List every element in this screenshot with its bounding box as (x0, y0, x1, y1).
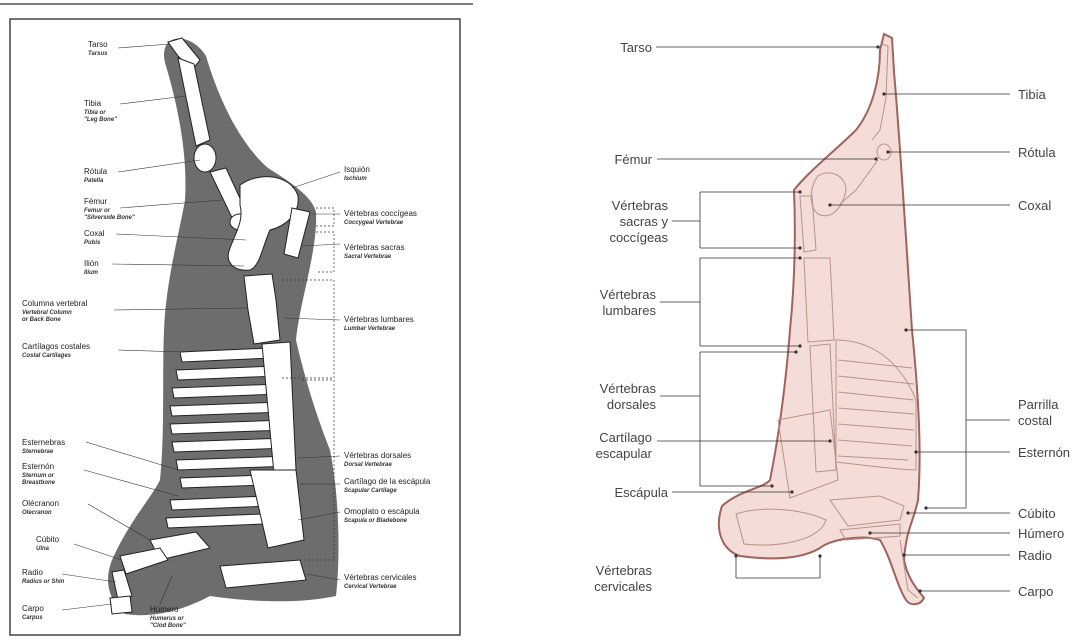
right-label-radio: Radio (1018, 548, 1052, 563)
left-label-carpo: Carpo (22, 604, 44, 613)
left-label-ilion: Ilión (84, 259, 99, 268)
left-label-vert-sacras: Vértebras sacras (344, 243, 404, 252)
left-sublabel-scapular-cartilage: Scapular Cartilage (344, 488, 397, 494)
left-label-cubito: Cúbito (36, 535, 60, 544)
left-label-columna: Columna vertebral (22, 299, 88, 308)
left-label-esternebras: Esternebras (22, 438, 65, 447)
left-sublabel-dorsal: Dorsal Vertebrae (344, 462, 392, 468)
left-sublabel-sternum: Sternum or (22, 473, 55, 479)
right-label-sacras-line1: Vértebras (612, 198, 669, 213)
right-label-tibia: Tibia (1018, 87, 1046, 102)
right-label-parrilla-line2: costal (1018, 413, 1052, 428)
left-sublabel-coccygeal: Coccygeal Vertebrae (344, 220, 404, 226)
left-label-olecranon: Olécranon (22, 499, 59, 508)
left-sublabel-lumbar: Lumbar Vertebrae (344, 326, 396, 332)
right-label-esternon: Esternón (1018, 445, 1070, 460)
right-label-rotula: Rótula (1018, 145, 1056, 160)
right-label-escapula: Escápula (615, 485, 669, 500)
left-label-tarso: Tarso (88, 40, 108, 49)
left-label-isquion: Isquión (344, 165, 370, 174)
right-panel: Tarso Fémur Vértebras sacras y coccígeas… (594, 34, 1070, 604)
left-label-cartilagos: Cartílagos costales (22, 342, 90, 351)
left-label-vert-lumbares: Vértebras lumbares (344, 315, 414, 324)
right-label-dorsales-line2: dorsales (607, 397, 657, 412)
left-label-vert-coccigeas: Vértebras coccígeas (344, 209, 417, 218)
left-sublabel-sternebrae: Sternebrae (22, 449, 54, 455)
right-label-cartilago-line1: Cartílago (599, 430, 652, 445)
right-labels-left: Tarso Fémur Vértebras sacras y coccígeas… (594, 40, 669, 594)
left-label-tibia: Tibia (84, 99, 102, 108)
left-sublabel-sacral: Sacral Vertebrae (344, 254, 392, 260)
right-label-coxal: Coxal (1018, 198, 1051, 213)
left-sublabel-olecranon: Olecranon (22, 510, 52, 516)
left-sublabel-carpus: Carpus (22, 615, 43, 621)
left-sublabel-ischium: Ischium (344, 176, 367, 182)
left-label-esternon: Esternón (22, 462, 54, 471)
left-label-omoplato: Omoplato o escápula (344, 507, 420, 516)
left-sublabel-clod-bone: "Clod Bone" (150, 623, 186, 629)
right-label-cartilago-line2: escapular (596, 446, 653, 461)
right-label-lumbares-line1: Vértebras (600, 287, 657, 302)
left-sublabel-femur: Femur or (84, 208, 111, 214)
left-label-femur: Fémur (84, 197, 107, 206)
left-panel: Tarso Tarsus Tibia Tibia or "Leg Bone" R… (0, 4, 473, 635)
left-sublabel-silverside: "Silverside Bone" (84, 215, 135, 221)
left-sublabel-radius: Radius or Shin (22, 579, 65, 585)
left-sublabel-vertebral-column: Vertebral Column (22, 310, 72, 316)
right-label-cubito: Cúbito (1018, 506, 1056, 521)
left-label-vert-dorsales: Vértebras dorsales (344, 451, 411, 460)
left-sublabel-patella: Patella (84, 178, 104, 184)
right-label-sacras-line3: coccígeas (609, 230, 668, 245)
right-label-dorsales-line1: Vértebras (600, 381, 657, 396)
right-label-cervicales-line1: Vértebras (596, 563, 653, 578)
right-labels-right: Tibia Rótula Coxal Parrilla costal Ester… (1018, 87, 1070, 599)
left-sublabel-cervical: Cervical Vertebrae (344, 584, 397, 590)
right-label-humero: Húmero (1018, 526, 1064, 541)
left-sublabel-breastbone: Breastbone (22, 480, 56, 486)
right-label-sacras-line2: sacras y (620, 214, 669, 229)
left-sublabel-back-bone: or Back Bone (22, 317, 61, 323)
left-sublabel-tibia: Tibia or (84, 110, 106, 116)
right-label-cervicales-line2: cervicales (594, 579, 652, 594)
right-label-parrilla-line1: Parrilla (1018, 397, 1059, 412)
left-label-humero: Húmero (150, 605, 179, 614)
left-label-vert-cervicales: Vértebras cervicales (344, 573, 416, 582)
left-label-coxal: Coxal (84, 229, 105, 238)
right-label-femur: Fémur (614, 152, 652, 167)
left-label-radio: Radio (22, 568, 43, 577)
left-sublabel-leg-bone: "Leg Bone" (84, 117, 117, 123)
left-sublabel-humerus: Humerus or (150, 616, 184, 622)
left-sublabel-costal-cartilages: Costal Cartilages (22, 353, 72, 359)
left-sublabel-ilium: Ilium (84, 270, 99, 276)
right-label-carpo: Carpo (1018, 584, 1053, 599)
left-sublabel-pubis: Pubis (84, 240, 101, 246)
left-sublabel-scapula-bladebone: Scapula or Bladebone (344, 518, 408, 524)
left-sublabel-tarsus: Tarsus (88, 51, 108, 57)
left-label-cartilago-escapula: Cartílago de la escápula (344, 477, 431, 486)
right-label-tarso: Tarso (620, 40, 652, 55)
left-label-rotula: Rótula (84, 167, 108, 176)
right-carcass-outline (719, 34, 924, 604)
right-label-lumbares-line2: lumbares (603, 303, 657, 318)
left-sublabel-ulna: Ulna (36, 546, 50, 552)
